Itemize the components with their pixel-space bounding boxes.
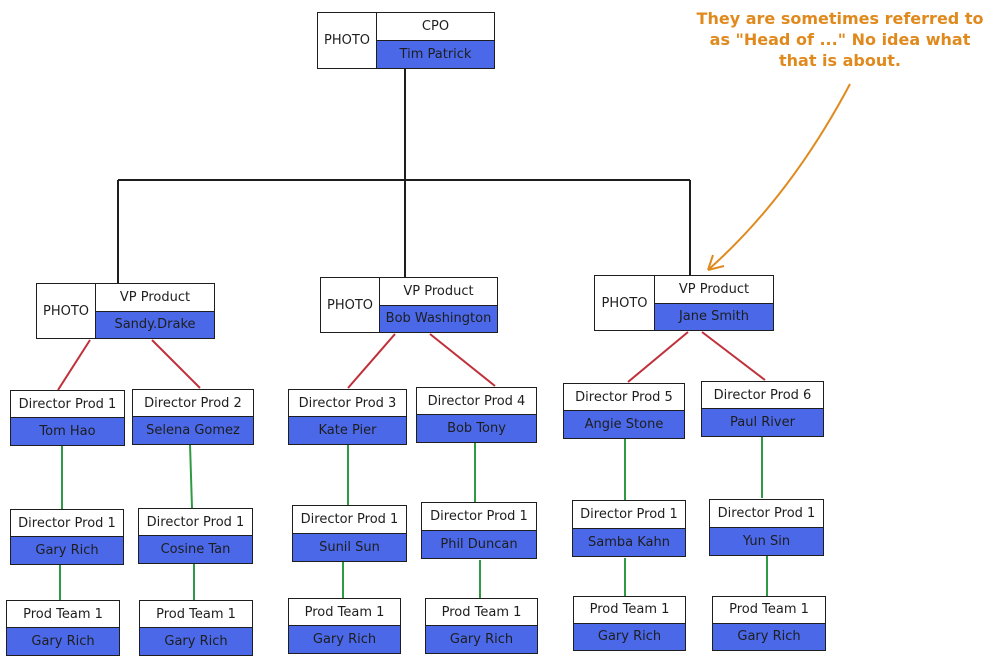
team-name: Gary Rich <box>7 628 119 655</box>
director-title: Director Prod 5 <box>564 384 684 411</box>
vp-card-2: PHOTO VP Product Bob Washington <box>320 277 498 333</box>
director-card-4: Director Prod 4 Bob Tony <box>416 387 537 443</box>
vp1-dir1-link <box>57 339 91 391</box>
team-title: Prod Team 1 <box>289 599 400 626</box>
team-name: Gary Rich <box>289 626 400 653</box>
subdirector-card-3: Director Prod 1 Sunil Sun <box>292 505 407 562</box>
vp-name: Bob Washington <box>380 305 497 332</box>
director-title: Director Prod 3 <box>289 390 406 417</box>
team-name: Gary Rich <box>140 628 252 655</box>
vp-title: VP Product <box>655 276 773 304</box>
team-title: Prod Team 1 <box>140 601 252 628</box>
director-card-5: Director Prod 5 Angie Stone <box>563 383 685 439</box>
chain2-link-a <box>189 443 193 509</box>
director-card-2: Director Prod 2 Selena Gomez <box>132 389 254 445</box>
vp-name: Jane Smith <box>655 303 773 330</box>
team-title: Prod Team 1 <box>713 597 825 624</box>
director-title: Director Prod 1 <box>11 391 124 418</box>
vp1-dir2-link <box>151 339 201 389</box>
team-title: Prod Team 1 <box>426 599 537 626</box>
team-name: Gary Rich <box>713 623 825 650</box>
subdirector-title: Director Prod 1 <box>139 509 252 536</box>
subdirector-name: Sunil Sun <box>293 533 406 561</box>
subdirector-title: Director Prod 1 <box>293 506 406 534</box>
subdirector-title: Director Prod 1 <box>422 503 536 531</box>
subdirector-name: Yun Sin <box>710 527 823 555</box>
subdirector-name: Cosine Tan <box>139 536 252 563</box>
director-card-3: Director Prod 3 Kate Pier <box>288 389 407 445</box>
cpo-card: PHOTO CPO Tim Patrick <box>317 12 495 69</box>
team-card-5: Prod Team 1 Gary Rich <box>573 596 686 651</box>
vp3-dir6-link <box>701 331 766 381</box>
team-title: Prod Team 1 <box>574 597 685 624</box>
vp-photo: PHOTO <box>321 278 380 332</box>
cpo-name: Tim Patrick <box>377 41 494 68</box>
subdirector-title: Director Prod 1 <box>573 501 685 529</box>
director-title: Director Prod 2 <box>133 390 253 417</box>
team-title: Prod Team 1 <box>7 601 119 628</box>
subdirector-name: Gary Rich <box>11 537 123 564</box>
director-name: Paul River <box>702 409 823 436</box>
subdirector-title: Director Prod 1 <box>710 500 823 528</box>
director-name: Tom Hao <box>11 418 124 445</box>
subdirector-card-4: Director Prod 1 Phil Duncan <box>421 502 537 559</box>
vp2-dir4-link <box>429 333 496 387</box>
subdirector-card-5: Director Prod 1 Samba Kahn <box>572 500 686 557</box>
team-card-1: Prod Team 1 Gary Rich <box>6 600 120 656</box>
vp-photo: PHOTO <box>37 284 96 338</box>
subdirector-title: Director Prod 1 <box>11 510 123 537</box>
subdirector-card-1: Director Prod 1 Gary Rich <box>10 509 124 565</box>
vp2-dir3-link <box>347 333 396 389</box>
vp-title: VP Product <box>380 278 497 306</box>
team-card-4: Prod Team 1 Gary Rich <box>425 598 538 654</box>
subdirector-name: Samba Kahn <box>573 528 685 556</box>
subdirector-name: Phil Duncan <box>422 530 536 558</box>
vp-card-3: PHOTO VP Product Jane Smith <box>594 275 774 331</box>
cpo-photo: PHOTO <box>318 13 377 68</box>
vp-photo: PHOTO <box>595 276 655 330</box>
director-name: Angie Stone <box>564 411 684 438</box>
director-card-6: Director Prod 6 Paul River <box>701 381 824 437</box>
subdirector-card-6: Director Prod 1 Yun Sin <box>709 499 824 556</box>
director-name: Kate Pier <box>289 417 406 444</box>
director-name: Selena Gomez <box>133 417 253 444</box>
vp-title: VP Product <box>96 284 214 312</box>
director-name: Bob Tony <box>417 415 536 442</box>
annotation-arrow <box>707 83 851 271</box>
team-name: Gary Rich <box>574 623 685 650</box>
team-card-3: Prod Team 1 Gary Rich <box>288 598 401 654</box>
director-title: Director Prod 6 <box>702 382 823 409</box>
vp-name: Sandy.Drake <box>96 311 214 338</box>
annotation-note: They are sometimes referred to as "Head … <box>696 9 984 70</box>
vp-card-1: PHOTO VP Product Sandy.Drake <box>36 283 215 339</box>
subdirector-card-2: Director Prod 1 Cosine Tan <box>138 508 253 564</box>
director-card-1: Director Prod 1 Tom Hao <box>10 390 125 446</box>
annotation-arrowhead <box>707 254 725 271</box>
cpo-title: CPO <box>377 13 494 41</box>
director-title: Director Prod 4 <box>417 388 536 415</box>
vp3-dir5-link <box>627 331 689 383</box>
team-name: Gary Rich <box>426 626 537 653</box>
team-card-6: Prod Team 1 Gary Rich <box>712 596 826 651</box>
team-card-2: Prod Team 1 Gary Rich <box>139 600 253 656</box>
